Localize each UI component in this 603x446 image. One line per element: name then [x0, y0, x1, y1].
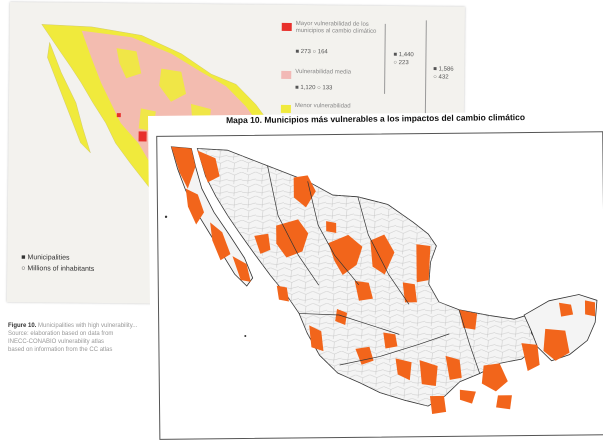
front-figure-card: Mapa 10. Municipios más vulnerables a lo…	[148, 111, 603, 446]
state-boundaries	[267, 165, 481, 374]
map-island	[244, 334, 247, 337]
legend-count-a: ■ 273 ○ 164	[295, 48, 328, 56]
mexico-vulnerability-map	[164, 146, 598, 415]
legend-label-high: Mayor vulnerabilidad de los municipios a…	[295, 20, 377, 35]
back-map-red-spot	[116, 113, 121, 118]
legend-count-b: ■ 1,120 ○ 133	[295, 84, 333, 92]
legend-swatch-low	[280, 104, 291, 113]
grand-total-b: ○ 432	[433, 74, 449, 81]
group-total-b: ○ 223	[393, 60, 409, 67]
grand-total-a: ■ 1,586	[433, 66, 454, 73]
vulnerable-municipalities	[171, 146, 596, 415]
legend-label-medium: Vulnerabilidad media	[295, 68, 352, 76]
back-caption: Figure 10. Municipalities with high vuln…	[8, 323, 138, 353]
circle-icon: ○	[21, 265, 26, 273]
legend-bracket-outer	[424, 20, 427, 121]
legend-label-low: Menor vulnerabilidad	[294, 102, 351, 110]
legend-bracket	[384, 23, 386, 94]
square-icon: ■	[21, 254, 26, 262]
back-map-red-spot	[138, 131, 147, 142]
footer-legend-inhabitants: ○ Millions of inhabitants	[21, 265, 95, 273]
map-frame	[156, 131, 603, 440]
legend-swatch-medium	[281, 70, 292, 79]
map-island	[164, 215, 168, 219]
footer-legend-municipalities: ■ Municipalities	[21, 254, 70, 262]
map-yucatan	[523, 294, 598, 362]
legend-swatch-high	[281, 22, 292, 31]
group-total-a: ■ 1,440	[393, 52, 414, 59]
